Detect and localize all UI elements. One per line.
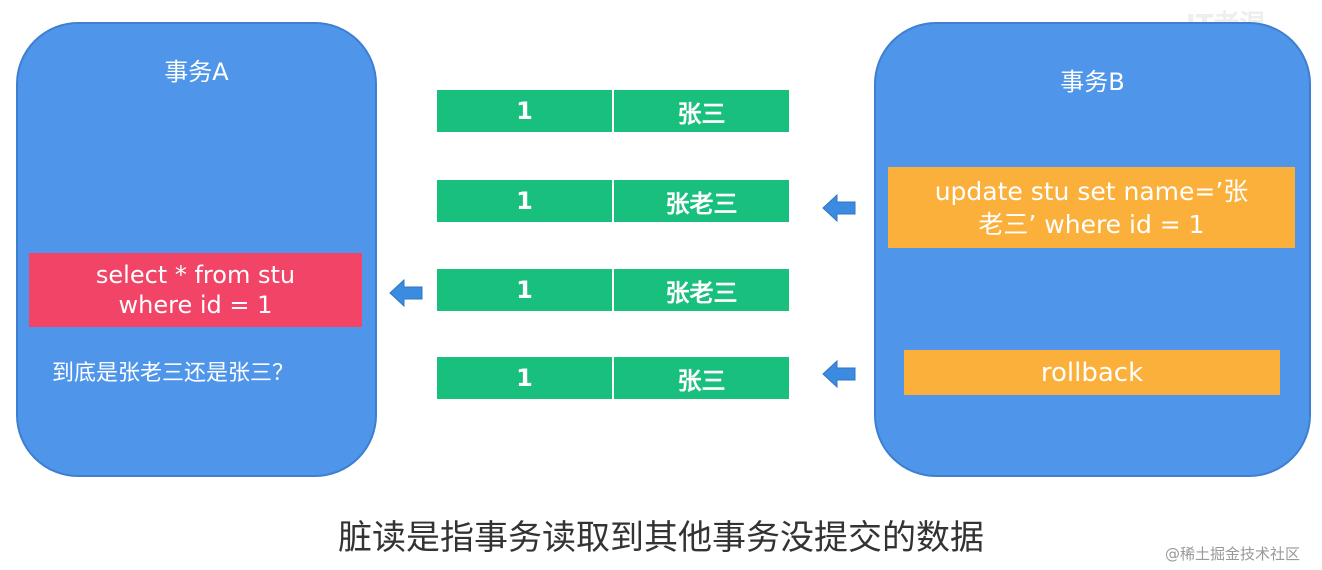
left-arrow-icon [822,193,856,223]
row-id-cell: 1 [437,90,612,132]
data-row: 1 张老三 [437,269,789,311]
transaction-b-panel [874,22,1311,477]
cell-divider [612,90,614,132]
row-id-cell: 1 [437,180,612,222]
left-arrow-icon [389,278,423,308]
update-query-box: update stu set name=’张 老三’ where id = 1 [888,167,1295,248]
data-row: 1 张三 [437,357,789,399]
select-query-box: select * from stu where id = 1 [29,253,362,327]
transaction-a-panel [16,22,377,477]
row-name-cell: 张老三 [614,269,789,311]
rollback-box: rollback [904,350,1280,395]
transaction-a-title: 事务A [164,58,229,86]
row-name-cell: 张老三 [614,180,789,222]
caption-text: 脏读是指事务读取到其他事务没提交的数据 [338,518,984,558]
cell-divider [612,357,614,399]
cell-divider [612,269,614,311]
row-id-cell: 1 [437,357,612,399]
data-row: 1 张三 [437,90,789,132]
watermark-text: @稀土掘金技术社区 [1164,545,1300,563]
row-id-cell: 1 [437,269,612,311]
left-arrow-icon [822,359,856,389]
row-name-cell: 张三 [614,357,789,399]
transaction-b-title: 事务B [1060,68,1125,96]
row-name-cell: 张三 [614,90,789,132]
cell-divider [612,180,614,222]
question-text: 到底是张老三还是张三？ [52,361,295,386]
data-row: 1 张老三 [437,180,789,222]
